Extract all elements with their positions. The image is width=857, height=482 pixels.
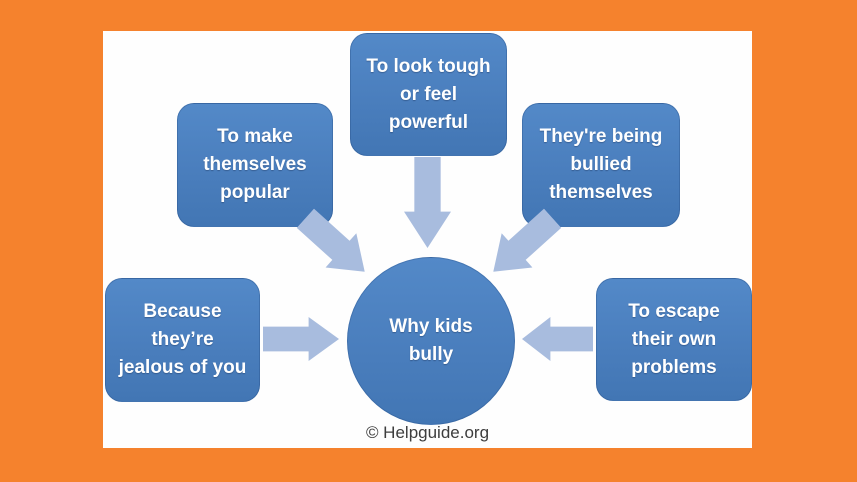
copyright-credit: © Helpguide.org bbox=[365, 423, 490, 442]
cause-box-make-themselves-popular: To make themselves popular bbox=[177, 103, 333, 227]
arrow-right-icon bbox=[263, 317, 339, 361]
cause-label-tough: To look tough or feel powerful bbox=[366, 55, 491, 133]
cause-box-jealous-of-you: Because they’re jealous of you bbox=[105, 278, 260, 402]
cause-label-bullied: They're being bullied themselves bbox=[539, 126, 663, 203]
cause-label-popular: To make themselves popular bbox=[203, 126, 307, 203]
cause-box-look-tough-powerful: To look tough or feel powerful bbox=[350, 33, 507, 156]
arrow-down-icon bbox=[404, 157, 451, 248]
arrow-left-icon bbox=[522, 317, 593, 361]
cause-label-escape: To escape their own problems bbox=[628, 300, 720, 378]
cause-box-bullied-themselves: They're being bullied themselves bbox=[522, 103, 680, 227]
center-circle-why-kids-bully: Why kids bully bbox=[347, 257, 515, 425]
center-label: Why kids bully bbox=[389, 316, 473, 365]
cause-box-escape-problems: To escape their own problems bbox=[596, 278, 752, 401]
diagram-panel: To make themselves popular To look tough… bbox=[103, 31, 752, 448]
cause-label-jealous: Because they’re jealous of you bbox=[118, 301, 247, 378]
